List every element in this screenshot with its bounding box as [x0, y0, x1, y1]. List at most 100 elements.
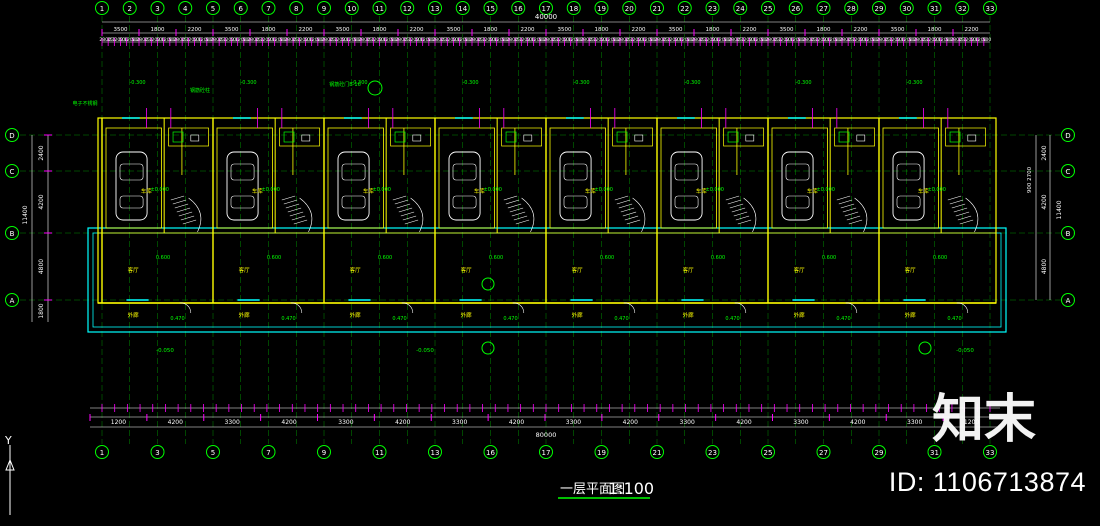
car-rear-window	[119, 195, 144, 209]
dim-top-value: 1800	[928, 27, 942, 33]
axis-label-top: 13	[431, 5, 440, 13]
dim-bottom-value: 1200	[964, 419, 979, 426]
north-room	[723, 127, 764, 147]
room-label-outside: 外廊	[905, 311, 917, 319]
dim-left-value: 4800	[38, 259, 45, 274]
dim-top-value: 2200	[521, 27, 535, 33]
axis-label-top: 11	[375, 5, 384, 13]
axis-bubble	[872, 445, 886, 459]
dim-sub-value: 500	[539, 37, 548, 43]
room-label-living: 客厅	[683, 266, 695, 274]
dim-sub-value: 1200	[938, 37, 950, 43]
car-windshield	[785, 163, 810, 181]
level-tag-entry: -0.300	[906, 80, 922, 86]
dim-sub-value: 1200	[198, 37, 210, 43]
sink	[505, 131, 517, 143]
dim-sub-value: 500	[341, 37, 350, 43]
car-rear-window	[452, 195, 477, 209]
axis-label-top: 21	[653, 5, 662, 13]
dim-sub-value: 1200	[926, 37, 938, 43]
axis-label-top: 3	[155, 5, 159, 13]
row-bubble-right	[1061, 293, 1075, 307]
dim-sub-value: 1200	[593, 37, 605, 43]
axis-bubble	[594, 445, 609, 459]
dim-sub-value: 1200	[346, 37, 358, 43]
detail-marker	[481, 341, 495, 355]
axis-bubble	[955, 1, 970, 15]
axis-bubble	[539, 445, 553, 459]
dim-sub-value: 1200	[334, 37, 346, 43]
level-tag-porch: 0.470	[170, 316, 184, 322]
garage-room	[660, 127, 717, 229]
dim-top-value: 1800	[817, 27, 831, 33]
dim-sub-value: 1200	[383, 37, 395, 43]
dim-sub-value: 500	[230, 37, 239, 43]
stair-tread	[731, 207, 746, 213]
axis-bubble	[483, 445, 498, 459]
stair-tread	[174, 203, 189, 209]
level-tag-living: 0.600	[933, 255, 947, 261]
dim-sub-value: 500	[822, 37, 831, 43]
garage-room	[882, 127, 939, 229]
outline-inner	[92, 232, 1002, 328]
level-tag-entry: -0.300	[573, 80, 589, 86]
room-label-living: 客厅	[239, 266, 251, 274]
car-windshield	[230, 163, 255, 181]
axis-label-top: 6	[239, 5, 244, 13]
axis-bubble	[594, 1, 609, 15]
stair-tread	[172, 199, 187, 205]
dim-sub-value: 1200	[371, 37, 383, 43]
dim-sub-value: 2800	[654, 37, 666, 43]
dim-sub-value: 350	[847, 37, 856, 43]
row-axis-label-left: D	[9, 132, 14, 140]
dim-sub-value: 500	[600, 37, 609, 43]
dim-sub-value: 2800	[765, 37, 777, 43]
stair-tread	[392, 195, 407, 201]
axis-bubble	[566, 1, 581, 15]
axis-bubble	[899, 1, 914, 15]
dim-sub-value: 350	[551, 37, 560, 43]
dim-sub-value: 350	[255, 37, 264, 43]
room-label-garage: 车库	[252, 187, 264, 195]
axis-label-top: 32	[958, 5, 967, 13]
axis-label-bottom: 13	[431, 449, 440, 457]
dim-sub-value: 1200	[186, 37, 198, 43]
axis-label-bottom: 23	[708, 449, 717, 457]
dim-sub-value: 500	[502, 37, 511, 43]
dim-sub-value: 1200	[975, 37, 987, 43]
dim-top-value: 3500	[669, 27, 683, 33]
axis-label-bottom: 16	[486, 449, 495, 457]
fixture	[745, 134, 755, 142]
axis-bubble	[150, 1, 165, 15]
stair-tread	[729, 203, 744, 209]
door-swing	[401, 302, 414, 314]
car-windshield	[563, 163, 588, 181]
room-label-outside: 外廊	[572, 311, 584, 319]
dim-sub-value: 500	[835, 37, 844, 43]
dim-top-value: 2200	[410, 27, 424, 33]
watermark-id: ID: 1106713874	[888, 467, 1086, 497]
room-label-living: 客厅	[572, 266, 584, 274]
axis-bubble	[261, 445, 276, 459]
room-label-outside: 外廊	[239, 311, 251, 319]
axis-label-bottom: 7	[266, 449, 270, 457]
note-column: 钢筋砼柱	[190, 87, 210, 94]
dim-sub-value: 1200	[852, 37, 864, 43]
door-swing	[512, 302, 525, 314]
dim-sub-value: 2800	[136, 37, 148, 43]
dim-overall-top: 40000	[535, 13, 557, 21]
dim-bottom-value: 3300	[566, 419, 581, 426]
dim-sub-value: 1200	[519, 37, 531, 43]
dim-sub-value: 1200	[630, 37, 642, 43]
dim-sub-value: 2800	[839, 37, 851, 43]
axis-bubble	[289, 1, 304, 15]
stair-tread	[398, 207, 413, 213]
stair-tread	[957, 215, 972, 221]
level-tag-entry: -0.300	[462, 80, 478, 86]
level-tag-porch: 0.470	[725, 316, 739, 322]
